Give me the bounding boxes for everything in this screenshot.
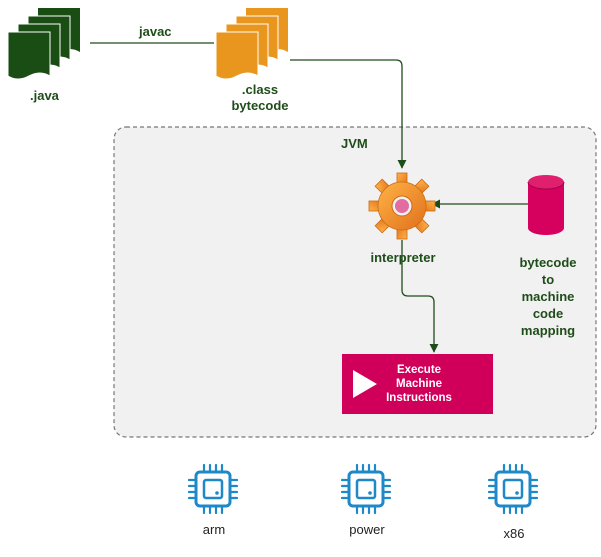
bytecode-label: bytecode — [231, 98, 289, 113]
play-icon — [353, 370, 377, 398]
javac-label: javac — [139, 24, 172, 39]
jvm-label: JVM — [341, 136, 368, 151]
mapping-label-line2: to — [541, 272, 555, 287]
class-label: .class — [241, 82, 279, 97]
mapping-label-line1: bytecode — [519, 255, 577, 270]
cpu-icon-arm — [187, 463, 239, 515]
execute-label-line2: Machine — [395, 378, 442, 390]
cpu-label-arm: arm — [202, 522, 226, 537]
mapping-label-line3: machine — [521, 289, 575, 304]
interpreter-label: interpreter — [370, 250, 436, 265]
cpu-icon-power — [340, 463, 392, 515]
interpreter-to-execute-edge — [401, 240, 439, 353]
bytecode-to-interpreter-edge — [290, 59, 407, 169]
cpu-label-power: power — [349, 522, 385, 537]
class-bytecode-files-icon — [215, 8, 288, 80]
mapping-label-line4: code — [532, 306, 564, 321]
java-source-files-icon — [7, 8, 80, 80]
cpu-icon-x86 — [487, 463, 539, 515]
gear-icon — [368, 172, 436, 240]
database-icon — [527, 175, 565, 235]
cpu-label-x86: x86 — [503, 526, 525, 541]
execute-label-line3: Instructions — [386, 392, 452, 404]
execute-label-line1: Execute — [396, 364, 442, 376]
java-label: .java — [30, 88, 59, 103]
execute-label: Execute Machine Instructions — [374, 363, 464, 405]
mapping-label-line5: mapping — [520, 323, 576, 338]
